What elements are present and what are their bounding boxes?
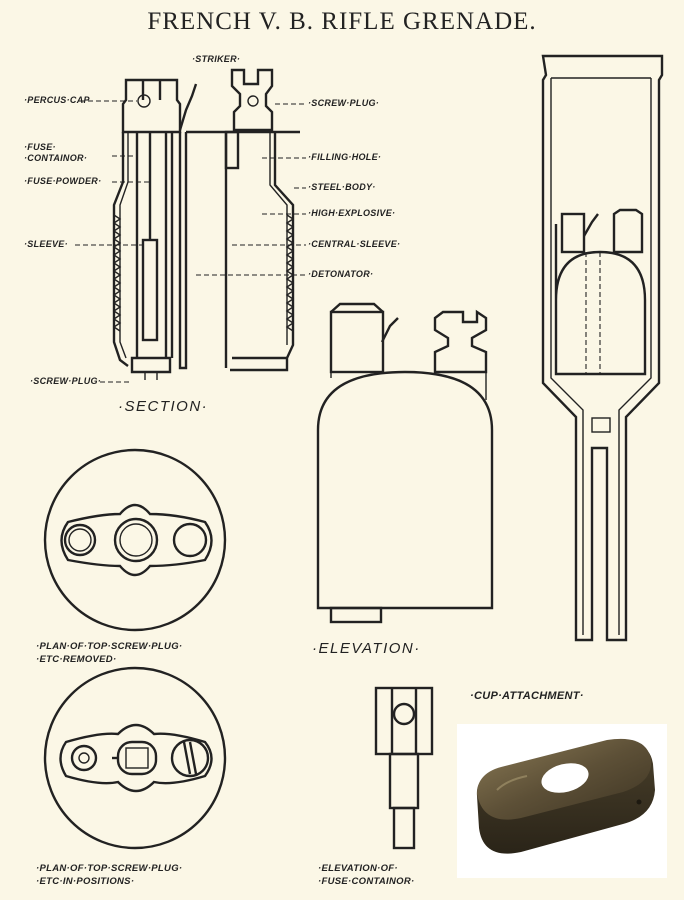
label-sleeve: ·SLEEVE· (24, 239, 68, 249)
cup-attachment-drawing (541, 54, 664, 642)
caption-plan-positions: ·PLAN·OF·TOP·SCREW·PLUG· ·ETC·IN·POSITIO… (36, 863, 183, 887)
plan-removed-drawing (43, 448, 227, 632)
elevation-drawing (316, 302, 494, 624)
label-high-explosive: ·HIGH·EXPLOSIVE· (308, 208, 396, 218)
plan-positions-drawing (43, 666, 227, 850)
page-title: FRENCH V. B. RIFLE GRENADE. (147, 8, 537, 35)
label-percussion-cap: ·PERCUS·CAP (24, 95, 90, 105)
caption-fuse-elevation: ·ELEVATION·OF· ·FUSE·CONTAINOR· (318, 863, 415, 887)
label-detonator: ·DETONATOR· (308, 269, 374, 279)
caption-plan-removed: ·PLAN·OF·TOP·SCREW·PLUG· ·ETC·REMOVED· (36, 641, 183, 665)
label-screw-plug-top: ·SCREW·PLUG· (308, 98, 380, 108)
label-steel-body: ·STEEL·BODY· (308, 182, 376, 192)
label-fuse-container: ·FUSE· ·CONTAINOR· (24, 142, 88, 163)
fuse-elevation-drawing (374, 686, 434, 850)
cup-attachment-photo (457, 724, 667, 878)
caption-cup-attachment: ·CUP·ATTACHMENT· (470, 690, 584, 702)
cup-attachment-photo-image (476, 738, 655, 854)
caption-section: ·SECTION· (118, 398, 209, 415)
label-central-sleeve: ·CENTRAL·SLEEVE· (308, 239, 401, 249)
label-screw-plug-bottom: ·SCREW·PLUG· (30, 376, 102, 386)
label-fuse-powder: ·FUSE·POWDER· (24, 176, 102, 186)
label-striker: ·STRIKER· (192, 54, 241, 64)
section-drawing (75, 68, 306, 383)
caption-elevation: ·ELEVATION· (312, 640, 421, 657)
label-filling-hole: ·FILLING·HOLE· (308, 152, 382, 162)
